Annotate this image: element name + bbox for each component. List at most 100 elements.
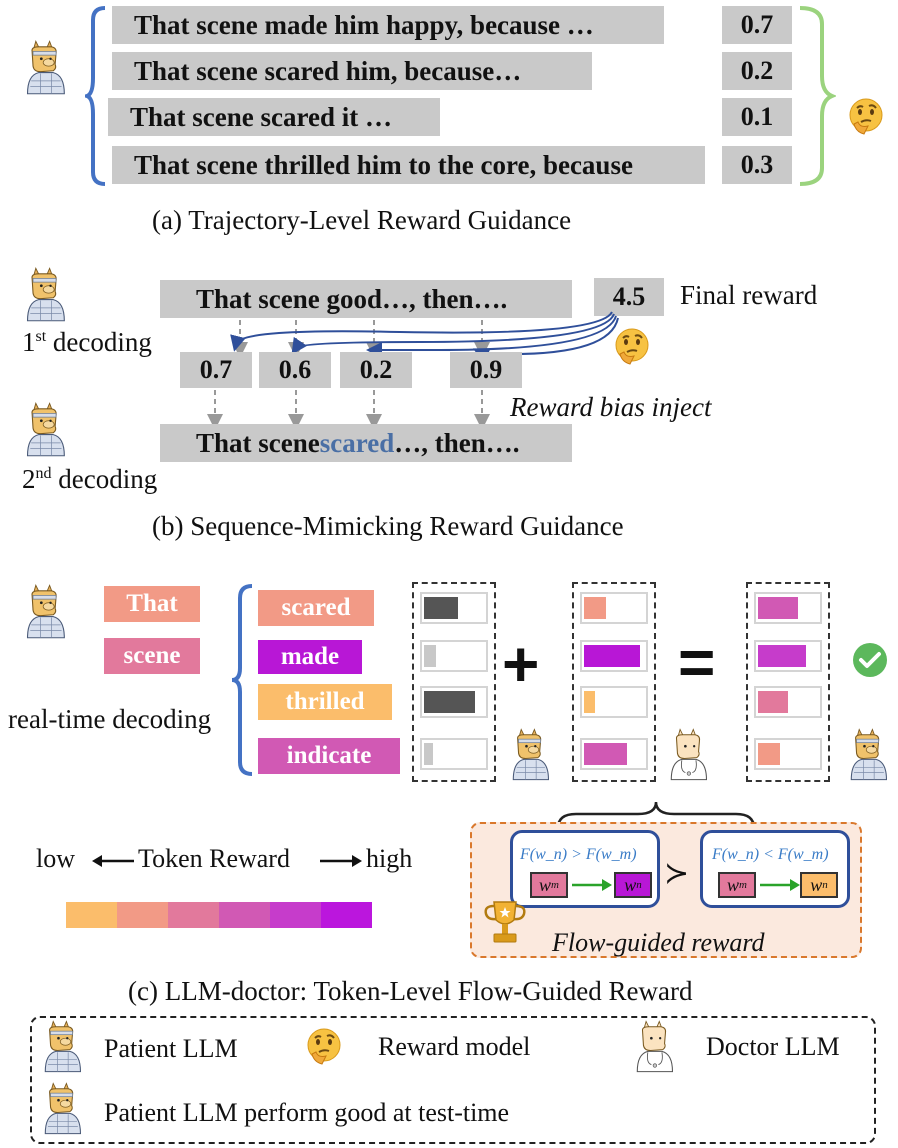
green-arrow-icon	[572, 879, 612, 891]
candidate-token: made	[258, 640, 362, 674]
reward-bias-arrows	[207, 311, 619, 430]
legend-doctor-label: Doctor LLM	[706, 1032, 840, 1061]
prefix-token-that: That	[104, 586, 200, 622]
equals-sign: =	[678, 626, 716, 698]
caption-b: (b) Sequence-Mimicking Reward Guidance	[152, 511, 624, 541]
legend-reward-label: Reward model	[378, 1032, 531, 1061]
legend-patient-good-label: Patient LLM perform good at test-time	[104, 1098, 510, 1127]
check-icon	[853, 643, 887, 677]
token-score: 0.7	[180, 352, 252, 388]
reward-bar-fill	[758, 645, 806, 667]
legend-patient-label: Patient LLM	[104, 1034, 238, 1063]
trajectory-score: 0.2	[722, 52, 792, 90]
realtime-decoding-label: real-time decoding	[8, 704, 212, 734]
doctor-bars-frame	[572, 582, 656, 782]
scale-segment	[219, 902, 270, 928]
candidate-token: thrilled	[258, 684, 392, 720]
reward-bar	[580, 640, 648, 672]
reward-bar	[754, 592, 822, 624]
reward-bar-fill	[758, 691, 788, 713]
sentence-box: That scene made him happy, because …	[112, 6, 664, 44]
reward-bar-fill	[584, 691, 595, 713]
sentence-text: That scene thrilled him to the core, bec…	[134, 149, 633, 180]
flow-right-formula: F(w_n) < F(w_m)	[712, 846, 829, 863]
doctor-llm-icon	[666, 728, 710, 782]
patient-llm-icon	[22, 584, 68, 640]
reward-bar-fill	[584, 743, 627, 765]
sentence-box: That scene scared it …	[108, 98, 440, 136]
plus-sign: +	[502, 628, 540, 700]
patient-llm-icon	[40, 1020, 84, 1074]
reward-bar	[754, 738, 822, 770]
candidate-token: indicate	[258, 738, 400, 774]
reward-bar-fill	[758, 743, 780, 765]
scale-segment	[321, 902, 372, 928]
reward-bias-label: Reward bias inject	[510, 392, 712, 422]
token-reward-color-scale	[66, 902, 372, 928]
left-brace-blue	[85, 6, 106, 186]
patient-llm-icon	[22, 402, 68, 458]
trajectory-score: 0.7	[722, 6, 792, 44]
doctor-llm-icon	[632, 1020, 676, 1074]
trophy-icon	[484, 901, 526, 943]
sentence-text: That scene scared him, because…	[134, 55, 522, 86]
flow-guided-reward-label: Flow-guided reward	[552, 928, 765, 957]
sentence-box: That scene thrilled him to the core, bec…	[112, 146, 705, 184]
reward-bar	[420, 640, 488, 672]
first-decoding-label: 1st decoding	[22, 327, 152, 357]
scale-high-label: high	[366, 844, 413, 873]
reward-bar-fill	[424, 645, 436, 667]
preference-symbol: ≻	[664, 857, 690, 890]
right-brace-green	[799, 6, 836, 186]
token-score: 0.6	[259, 352, 331, 388]
scale-segment	[270, 902, 321, 928]
highlighted-token: scared	[319, 427, 395, 458]
caption-a: (a) Trajectory-Level Reward Guidance	[152, 205, 572, 235]
left-arrow-icon	[92, 855, 134, 867]
scale-segment	[117, 902, 168, 928]
reward-bar	[754, 640, 822, 672]
scale-title: Token Reward	[138, 844, 290, 873]
scale-low-label: low	[36, 844, 75, 873]
reward-bar-fill	[424, 743, 433, 765]
reward-bar-fill	[758, 597, 798, 619]
token-score: 0.2	[340, 352, 412, 388]
reward-bar	[420, 686, 488, 718]
second-decoding-label: 2nd decoding	[22, 464, 158, 494]
trajectory-score: 0.1	[722, 98, 792, 136]
final-bars-frame	[746, 582, 830, 782]
reward-bar	[580, 686, 648, 718]
patient-llm-good-icon	[40, 1082, 84, 1136]
second-decoding-sentence: That scene scared…, then….	[160, 424, 572, 462]
candidate-brace	[231, 584, 253, 776]
reward-bar-fill	[424, 691, 475, 713]
green-arrow-icon	[760, 879, 800, 891]
reward-bar	[754, 686, 822, 718]
first-decoding-sentence: That scene good…, then….	[160, 280, 572, 318]
right-arrow-icon	[320, 855, 362, 867]
reward-bar-fill	[584, 597, 606, 619]
patient-llm-good-icon	[846, 728, 890, 782]
reward-bar	[580, 592, 648, 624]
token-score: 0.9	[450, 352, 522, 388]
final-reward-score: 4.5	[594, 278, 664, 316]
sentence-text: That scene made him happy, because …	[134, 9, 594, 40]
reward-bar-fill	[424, 597, 458, 619]
reward-model-icon	[304, 1026, 344, 1066]
reward-bar	[580, 738, 648, 770]
sentence-box: That scene scared him, because…	[112, 52, 592, 90]
caption-c: (c) LLM-doctor: Token-Level Flow-Guided …	[128, 976, 693, 1006]
reward-bar-fill	[584, 645, 640, 667]
final-reward-label: Final reward	[680, 280, 818, 310]
patient-bars-frame	[412, 582, 496, 782]
prefix-token-scene: scene	[104, 638, 200, 674]
sentence-text: That scene scared it …	[130, 101, 392, 132]
candidate-token: scared	[258, 590, 374, 626]
legend-box	[30, 1016, 876, 1144]
flow-brace	[556, 801, 756, 829]
reward-bar	[420, 738, 488, 770]
